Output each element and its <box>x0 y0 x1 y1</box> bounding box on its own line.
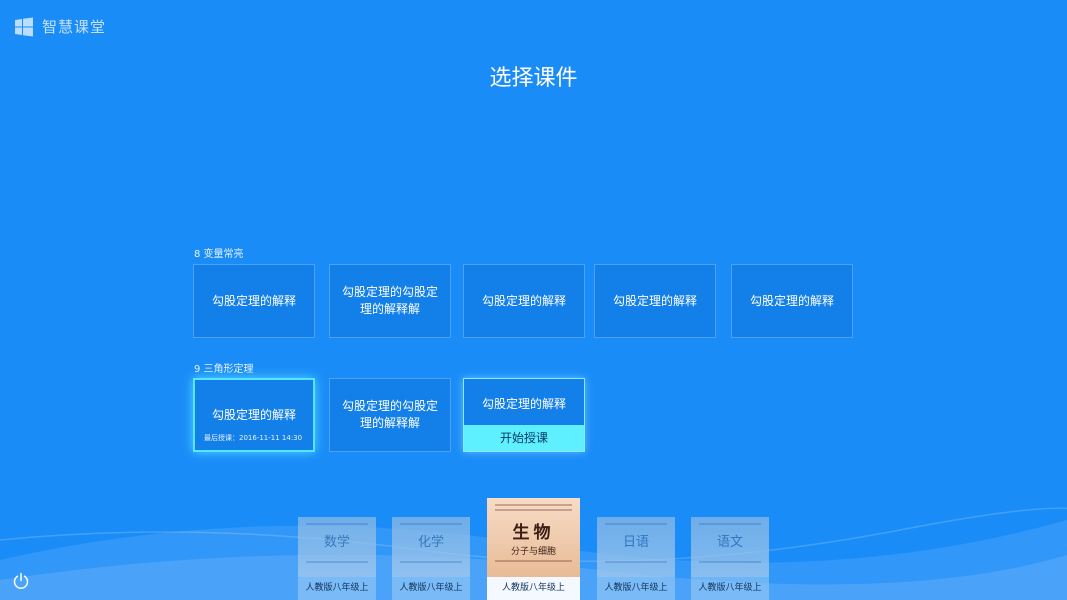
book-cover-title: 生物 <box>512 523 555 543</box>
section-label: 8 变量常亮 <box>194 249 244 260</box>
textbook-item[interactable]: 化学 人教版八年级上 <box>392 517 470 600</box>
book-cover-title: 日语 <box>622 535 649 550</box>
courseware-card[interactable]: 勾股定理的解释 <box>731 264 853 338</box>
courseware-card[interactable]: 勾股定理的解释 <box>594 264 716 338</box>
card-title: 勾股定理的解释 <box>749 293 834 308</box>
power-icon[interactable] <box>12 572 30 590</box>
book-label: 人教版八年级上 <box>298 577 376 600</box>
book-label: 人教版八年级上 <box>487 577 580 600</box>
last-opened-time: 最后授课：2016-11-11 14:30 <box>204 434 303 442</box>
book-label: 人教版八年级上 <box>597 577 675 600</box>
app-logo: 智慧课堂 <box>14 16 106 37</box>
card-title: 勾股定理的解释 <box>211 293 296 308</box>
book-label: 人教版八年级上 <box>392 577 470 600</box>
book-cover: 语文 <box>691 517 769 577</box>
book-cover: 数学 <box>298 517 376 577</box>
textbook-item[interactable]: 数学 人教版八年级上 <box>298 517 376 600</box>
textbook-item[interactable]: 日语 人教版八年级上 <box>597 517 675 600</box>
textbook-item[interactable]: 语文 人教版八年级上 <box>691 517 769 600</box>
textbook-item-active[interactable]: 生物 分子与细胞 人教版八年级上 <box>487 498 580 600</box>
courseware-card-selected[interactable]: 勾股定理的解释 最后授课：2016-11-11 14:30 <box>193 378 315 452</box>
courseware-card[interactable]: 勾股定理的解释 <box>463 264 585 338</box>
card-title: 勾股定理的解释 <box>612 293 697 308</box>
book-cover: 生物 分子与细胞 <box>487 498 580 577</box>
courseware-card[interactable]: 勾股定理的勾股定理的解释解 <box>329 378 451 452</box>
windows-logo-icon <box>15 17 33 36</box>
section-label: 9 三角形定理 <box>194 364 254 375</box>
page-title: 选择课件 <box>489 66 578 91</box>
card-title: 勾股定理的解释 <box>211 407 296 422</box>
book-cover: 日语 <box>597 517 675 577</box>
app-name: 智慧课堂 <box>42 18 107 36</box>
card-title: 勾股定理的解释 <box>481 397 566 411</box>
start-class-button[interactable]: 开始授课 <box>464 425 584 451</box>
card-title: 勾股定理的勾股定理的解释解 <box>341 399 438 430</box>
card-title: 勾股定理的解释 <box>481 293 566 308</box>
courseware-card[interactable]: 勾股定理的解释 <box>193 264 315 338</box>
book-cover-title: 化学 <box>417 535 444 550</box>
courseware-card-hover[interactable]: 勾股定理的解释 开始授课 <box>463 378 585 452</box>
book-cover-title: 语文 <box>716 535 743 550</box>
courseware-card[interactable]: 勾股定理的勾股定理的解释解 <box>329 264 451 338</box>
book-label: 人教版八年级上 <box>691 577 769 600</box>
book-cover: 化学 <box>392 517 470 577</box>
book-cover-title: 数学 <box>323 535 350 550</box>
card-title: 勾股定理的勾股定理的解释解 <box>341 285 438 316</box>
book-cover-subtitle: 分子与细胞 <box>510 547 556 557</box>
